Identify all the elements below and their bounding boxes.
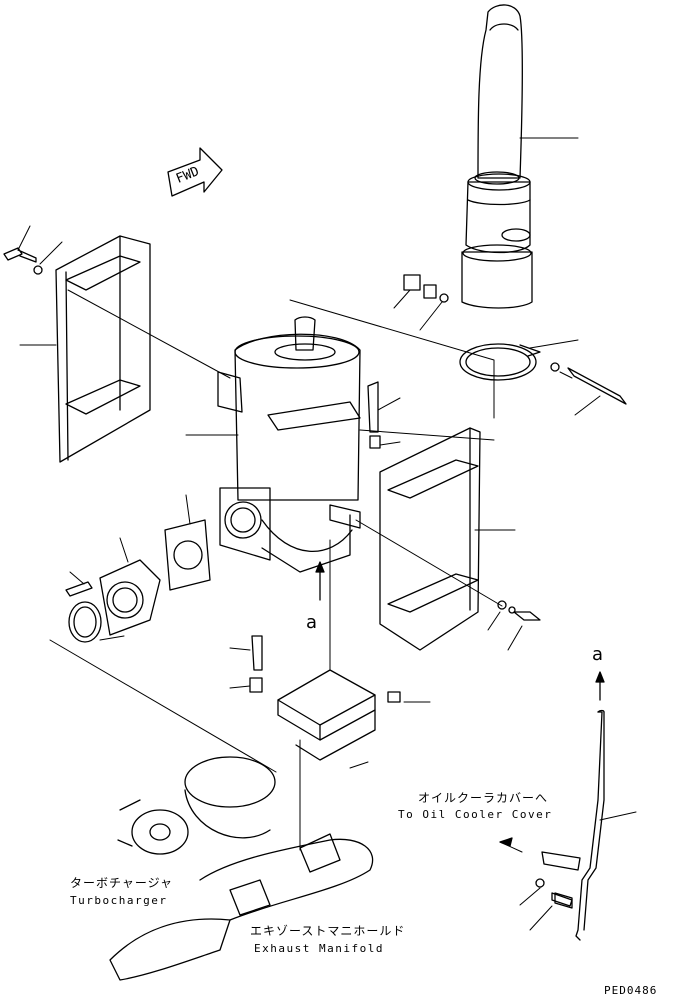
right-heat-guard <box>379 427 481 651</box>
callout-a-muffler: a <box>306 612 318 633</box>
manifold-label-jp: エキゾーストマニホールド <box>250 924 406 938</box>
leader-lines <box>17 137 637 931</box>
arrow-a-muffler <box>315 561 325 601</box>
left-heat-guard <box>55 235 151 463</box>
exhaust-manifold <box>109 833 374 981</box>
arrow-a-rod <box>595 671 605 701</box>
exhaust-pipe <box>461 4 533 309</box>
mounting-bracket <box>277 669 376 761</box>
turbo-label-en: Turbocharger <box>70 894 168 907</box>
turbocharger <box>117 756 276 855</box>
turbo-label-jp: ターボチャージャ <box>70 876 174 890</box>
outlet-flange <box>68 519 211 643</box>
clamp-band <box>459 343 541 381</box>
drawing-code: PED0486 <box>604 984 658 997</box>
manifold-label-en: Exhaust Manifold <box>254 942 384 955</box>
callout-a-rod: a <box>592 644 604 665</box>
oil-cooler-label-en: To Oil Cooler Cover <box>398 808 553 821</box>
fwd-arrow-icon <box>167 147 223 197</box>
support-rod <box>535 709 605 941</box>
oil-cooler-label-jp: オイルクーラカバーへ <box>418 791 549 805</box>
fasteners <box>3 247 627 907</box>
muffler <box>217 316 361 573</box>
arrow-oil-cooler <box>499 837 513 847</box>
